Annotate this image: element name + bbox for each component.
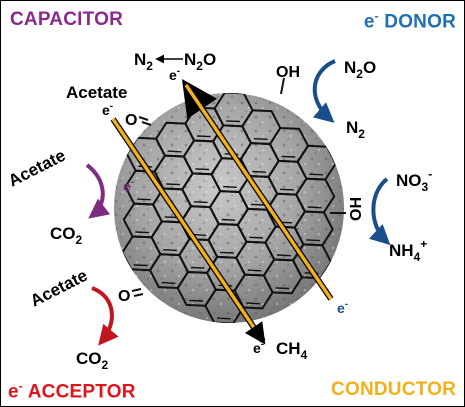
- chemical-labels: N2 N2O e- Acetate e- Acetate CO2 e- Acet…: [5, 50, 432, 372]
- double-bond: [253, 138, 268, 140]
- acetate-top-label: Acetate: [66, 83, 127, 102]
- donor-e: e: [363, 11, 375, 33]
- n2-top-label: N2: [134, 50, 153, 73]
- n2-right-label: N2: [346, 118, 365, 141]
- double-bond: [226, 120, 240, 123]
- double-bond: [216, 317, 231, 320]
- double-bond: [221, 218, 236, 221]
- double-bond: [223, 185, 237, 188]
- donor-arrow-n2o: [312, 59, 336, 123]
- double-bond: [307, 206, 322, 209]
- electron-acceptor-label: e- ACCEPTOR: [8, 380, 136, 401]
- capacitor-arrow: [85, 163, 111, 219]
- capacitor-label: CAPACITOR: [10, 9, 123, 30]
- co2-low-label: CO2: [76, 349, 109, 372]
- carbonyl-upper-label: O: [125, 112, 137, 129]
- acetate-low-label: Acetate: [27, 266, 90, 311]
- methane-label: CH4: [276, 339, 308, 362]
- biochar-particle: [114, 93, 344, 323]
- double-bond: [190, 266, 205, 269]
- double-bond: [195, 168, 210, 171]
- double-bond: [281, 155, 296, 158]
- acceptor-e: e: [8, 381, 19, 403]
- nitrate-label: NO3-: [396, 167, 432, 194]
- donor-e-charge: -: [374, 9, 379, 23]
- conductor-label: CONDUCTOR: [331, 379, 456, 400]
- electron-bottom-label: e-: [253, 339, 264, 356]
- co2-mid-label: CO2: [50, 224, 83, 247]
- carbonyl-lower-label: O: [118, 288, 130, 305]
- double-bond: [276, 254, 291, 257]
- double-bond: [136, 198, 151, 201]
- double-bond: [163, 249, 177, 252]
- n2o-top-label: N2O: [184, 50, 216, 73]
- double-bond: [309, 173, 324, 176]
- electron-donor-label: e- DONOR: [364, 10, 456, 31]
- conductor-paths: [110, 79, 334, 345]
- ammonium-label: NH4+: [389, 237, 427, 264]
- double-bond: [250, 203, 265, 206]
- double-bond: [247, 269, 262, 272]
- double-bond: [133, 264, 148, 267]
- acceptor-text: ACCEPTOR: [22, 381, 136, 403]
- n2o-right-label: N2O: [344, 58, 376, 81]
- electron-upper-left-label: e-: [102, 101, 113, 118]
- hydroxyl-top-label: OH: [276, 64, 300, 81]
- double-bond: [193, 201, 208, 204]
- double-bond: [306, 239, 320, 242]
- double-bond: [249, 236, 264, 239]
- double-bond: [220, 251, 234, 254]
- double-bond: [246, 302, 260, 305]
- double-bond: [252, 170, 267, 173]
- electron-purple-label: e-: [123, 177, 134, 194]
- acetate-mid-label: Acetate: [5, 146, 68, 191]
- hydroxyl-right-label: OH: [348, 197, 365, 221]
- double-bond: [275, 287, 290, 290]
- double-bond: [135, 231, 150, 234]
- double-bond: [196, 135, 211, 138]
- double-bond: [166, 183, 180, 186]
- double-bond: [167, 150, 182, 153]
- functional-groups: [131, 77, 346, 297]
- double-bond: [280, 188, 294, 191]
- electron-top-label: e-: [169, 66, 180, 83]
- donor-arrow-no3: [368, 177, 391, 246]
- donor-text: DONOR: [378, 11, 456, 33]
- electron-right-label: e-: [337, 299, 348, 316]
- acceptor-e-charge: -: [18, 379, 23, 393]
- acceptor-arrow: [91, 286, 119, 346]
- double-bond: [189, 299, 204, 302]
- double-bond: [161, 281, 176, 284]
